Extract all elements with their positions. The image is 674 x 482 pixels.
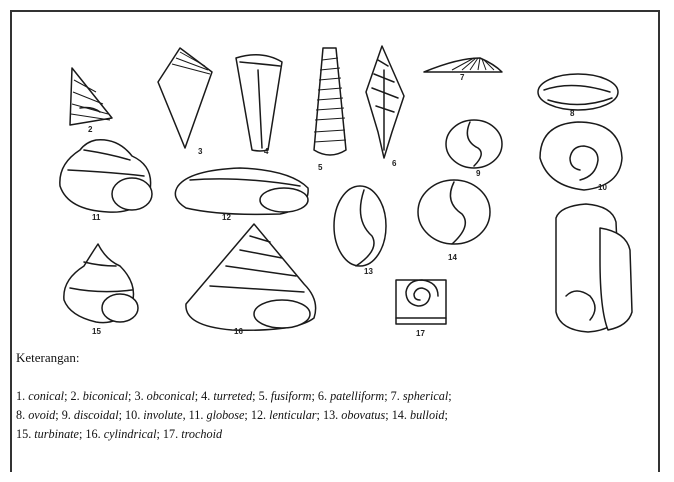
shell-globose-illustration: 11 [60, 140, 152, 222]
shell-obconical-illustration: 4 [236, 55, 282, 156]
caption-item-number: 11. [189, 408, 207, 422]
caption-item-term: lenticular [269, 408, 316, 422]
caption-item-number: 10. [125, 408, 143, 422]
shell-number: 13 [364, 267, 373, 276]
caption-item-term: obconical [147, 389, 195, 403]
shell-number: 2 [88, 125, 93, 134]
caption-item-number: 1. [16, 389, 28, 403]
caption-item-number: 7. [391, 389, 403, 403]
caption-item-number: 4. [201, 389, 213, 403]
shell-discoidal-illustration: 17 [396, 280, 446, 338]
shell-conical-illustration: 2 [70, 68, 112, 134]
shell-turbinate-illustration: 15 [64, 244, 138, 336]
caption-item-number: 14. [392, 408, 410, 422]
caption-item-term: trochoid [181, 427, 222, 441]
shell-involute-illustration: 10 [540, 122, 622, 192]
shell-number: 10 [598, 183, 607, 192]
caption-item-term: spherical [403, 389, 448, 403]
caption-item-number: 2. [71, 389, 83, 403]
shell-number: 8 [570, 109, 575, 118]
caption-item-term: ovoid [28, 408, 55, 422]
caption-legend: 1. conical; 2. biconical; 3. obconical; … [16, 387, 666, 444]
caption-line: 8. ovoid; 9. discoidal; 10. involute, 11… [16, 406, 666, 425]
caption-item-separator: ; [448, 389, 451, 403]
caption-line: 15. turbinate; 16. cylindrical; 17. troc… [16, 425, 666, 444]
caption-item-term: biconical [83, 389, 128, 403]
caption-title: Keterangan: [16, 350, 80, 366]
caption-item-separator: ; [445, 408, 448, 422]
caption-item-term: globose [207, 408, 245, 422]
caption-item-term: patelliform [330, 389, 384, 403]
shell-number: 17 [416, 329, 425, 338]
caption-item-term: involute [143, 408, 182, 422]
shell-obovatus-illustration: 13 [334, 186, 386, 276]
shell-number: 4 [264, 147, 269, 156]
caption-item-term: obovatus [341, 408, 385, 422]
caption-item-number: 16. [85, 427, 103, 441]
caption-item-term: turreted [213, 389, 252, 403]
shell-turreted-illustration: 5 [314, 48, 346, 172]
shell-number: 15 [92, 327, 101, 336]
caption-item-number: 9. [62, 408, 74, 422]
shell-number: 14 [448, 253, 457, 262]
caption-item-number: 17. [163, 427, 181, 441]
shell-number: 6 [392, 159, 397, 168]
shell-shapes-figure: 2 3 4 5 6 7 8 9 [0, 0, 674, 345]
shell-number: 12 [222, 213, 231, 222]
shell-number: 16 [234, 327, 243, 336]
caption-item-number: 12. [251, 408, 269, 422]
shell-fusiform-illustration: 6 [366, 46, 404, 168]
shell-lenticular-illustration: 12 [175, 168, 308, 222]
shell-bulloid-illustration: 14 [418, 180, 490, 262]
caption-item-term: conical [28, 389, 64, 403]
shell-spherical-illustration: 9 [446, 120, 502, 178]
shell-ovoid-top-illustration: 8 [538, 74, 618, 118]
caption-item-number: 5. [259, 389, 271, 403]
shell-number: 5 [318, 163, 323, 172]
caption-item-term: fusiform [271, 389, 312, 403]
shell-number: 3 [198, 147, 203, 156]
caption-item-number: 3. [134, 389, 146, 403]
caption-item-number: 8. [16, 408, 28, 422]
caption-item-term: cylindrical [104, 427, 157, 441]
caption-item-number: 6. [318, 389, 330, 403]
caption-item-term: turbinate [34, 427, 79, 441]
shell-number: 7 [460, 73, 465, 82]
shell-number: 11 [92, 213, 101, 222]
caption-line: 1. conical; 2. biconical; 3. obconical; … [16, 387, 666, 406]
caption-item-number: 15. [16, 427, 34, 441]
shell-number: 9 [476, 169, 481, 178]
shell-trochoid-illustration: 16 [186, 224, 316, 336]
caption-item-term: discoidal [74, 408, 119, 422]
caption-item-number: 13. [323, 408, 341, 422]
caption-item-term: bulloid [410, 408, 445, 422]
shell-patelliform-illustration: 7 [424, 58, 502, 82]
shell-cylindrical-illustration [556, 204, 632, 332]
shell-biconical-illustration: 3 [158, 48, 212, 156]
